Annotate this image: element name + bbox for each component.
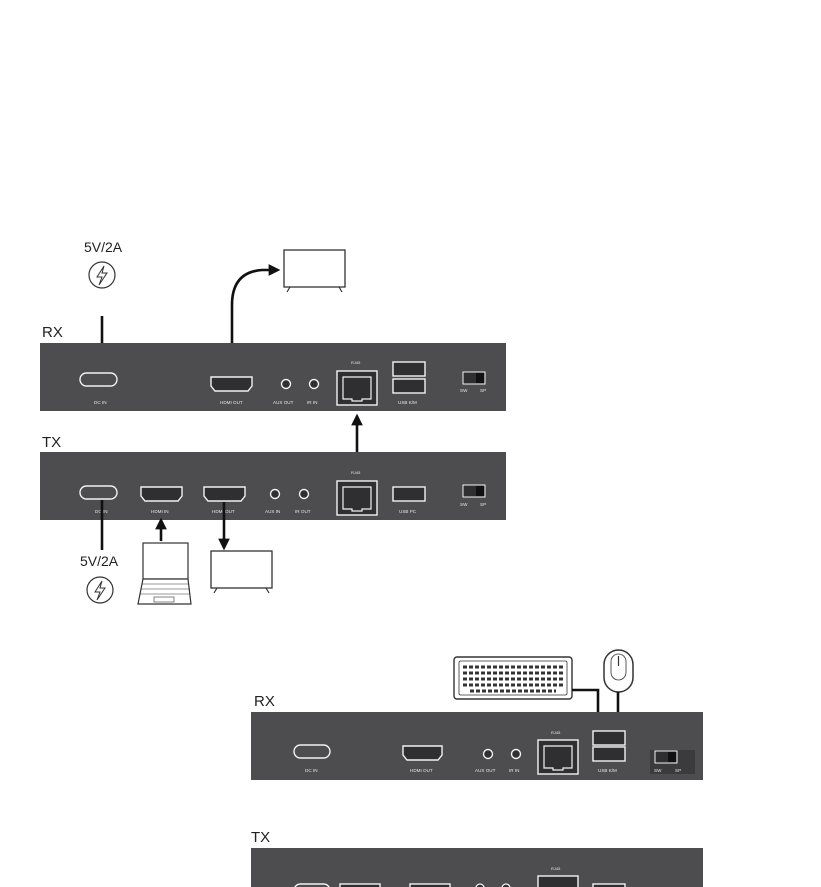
hdmi-in-port bbox=[339, 883, 381, 887]
rx-panel: DC IN HDMI OUT AUX OUT IR IN RJ45 USB K/… bbox=[40, 343, 506, 411]
rx-dc-in-label: DC IN bbox=[94, 400, 107, 405]
tx-ir-out-label: IR OUT bbox=[295, 509, 311, 514]
tx-panel: DC IN HDMI IN HDMI OUT AUX IN IR OUT RJ4… bbox=[40, 452, 506, 520]
usb-port bbox=[392, 361, 426, 377]
power-lightning-icon bbox=[88, 261, 116, 289]
rx-rj45-label: RJ45 bbox=[351, 360, 361, 365]
hdmi-out-port bbox=[402, 745, 443, 761]
tx-rj45-label: RJ45 bbox=[351, 470, 361, 475]
aux-out-jack bbox=[482, 748, 494, 760]
hdmi-out-port bbox=[409, 883, 451, 887]
top-diagram: 5V/2A RX DC IN HDMI OUT AUX OUT IR bbox=[40, 239, 506, 605]
tv-monitor-icon bbox=[210, 550, 273, 594]
tv-monitor-icon bbox=[283, 249, 346, 293]
rx-sw-label: SW bbox=[654, 768, 662, 773]
rx-ir-in-label: IR IN bbox=[307, 400, 317, 405]
usb-port bbox=[592, 883, 626, 887]
aux-in-jack bbox=[269, 488, 281, 500]
tx-usb-label: USB PC bbox=[399, 509, 417, 514]
usb-port bbox=[392, 486, 426, 502]
rx-hdmi-out-label: HDMI OUT bbox=[410, 768, 433, 773]
rx-usb-label: USB K/M bbox=[398, 400, 417, 405]
ir-out-jack bbox=[501, 883, 511, 887]
dc-in-port bbox=[293, 744, 331, 759]
aux-in-jack bbox=[475, 883, 485, 887]
tx-sw-label: SW bbox=[460, 502, 468, 507]
keyboard-icon bbox=[453, 656, 573, 700]
rx-sp-label: SP bbox=[480, 388, 486, 393]
tx-rj45-label: RJ45 bbox=[551, 866, 561, 871]
ir-in-jack bbox=[510, 748, 522, 760]
rx-sp-label: SP bbox=[675, 768, 681, 773]
ir-out-jack bbox=[298, 488, 310, 500]
rj45-port bbox=[537, 875, 579, 887]
dc-in-port bbox=[79, 485, 118, 500]
tx-unit-label: TX bbox=[42, 434, 61, 451]
rx-usb-label: USB K/M bbox=[598, 768, 617, 773]
rx-ir-in-label: IR IN bbox=[509, 768, 519, 773]
tx-unit-label: TX bbox=[251, 829, 270, 846]
hdmi-out-port bbox=[210, 376, 253, 392]
tx-sp-label: SP bbox=[480, 502, 486, 507]
rx-aux-out-label: AUX OUT bbox=[475, 768, 496, 773]
rx-hdmi-out-cable bbox=[230, 264, 281, 378]
tx-hdmi-in-label: HDMI IN bbox=[151, 509, 169, 514]
usb-port bbox=[592, 746, 626, 762]
rx-sw-label: SW bbox=[460, 388, 468, 393]
rx-rj45-label: RJ45 bbox=[551, 730, 561, 735]
tx-power-label: 5V/2A bbox=[80, 553, 119, 569]
tx-panel: RJ45 bbox=[251, 848, 703, 887]
aux-out-jack bbox=[280, 378, 292, 390]
rx-panel: DC IN HDMI OUT AUX OUT IR IN RJ45 USB K/… bbox=[251, 712, 703, 780]
hdmi-out-port bbox=[203, 486, 246, 502]
power-lightning-icon bbox=[86, 576, 114, 604]
hdmi-in-port bbox=[140, 486, 183, 502]
mouse-icon bbox=[603, 649, 634, 693]
usb-port bbox=[392, 378, 426, 394]
dc-in-port bbox=[294, 883, 330, 887]
laptop-icon bbox=[137, 542, 192, 605]
usb-port bbox=[592, 730, 626, 746]
rx-hdmi-out-label: HDMI OUT bbox=[220, 400, 243, 405]
dc-in-port bbox=[79, 372, 118, 387]
tx-aux-in-label: AUX IN bbox=[265, 509, 280, 514]
rx-unit-label: RX bbox=[254, 693, 275, 710]
rx-aux-out-label: AUX OUT bbox=[273, 400, 294, 405]
rx-power-label: 5V/2A bbox=[84, 239, 123, 255]
ir-in-jack bbox=[308, 378, 320, 390]
rx-unit-label: RX bbox=[42, 324, 63, 341]
rx-dc-in-label: DC IN bbox=[305, 768, 318, 773]
bottom-diagram: RX DC IN HDMI OUT AUX OUT IR IN RJ45 USB… bbox=[251, 649, 703, 887]
